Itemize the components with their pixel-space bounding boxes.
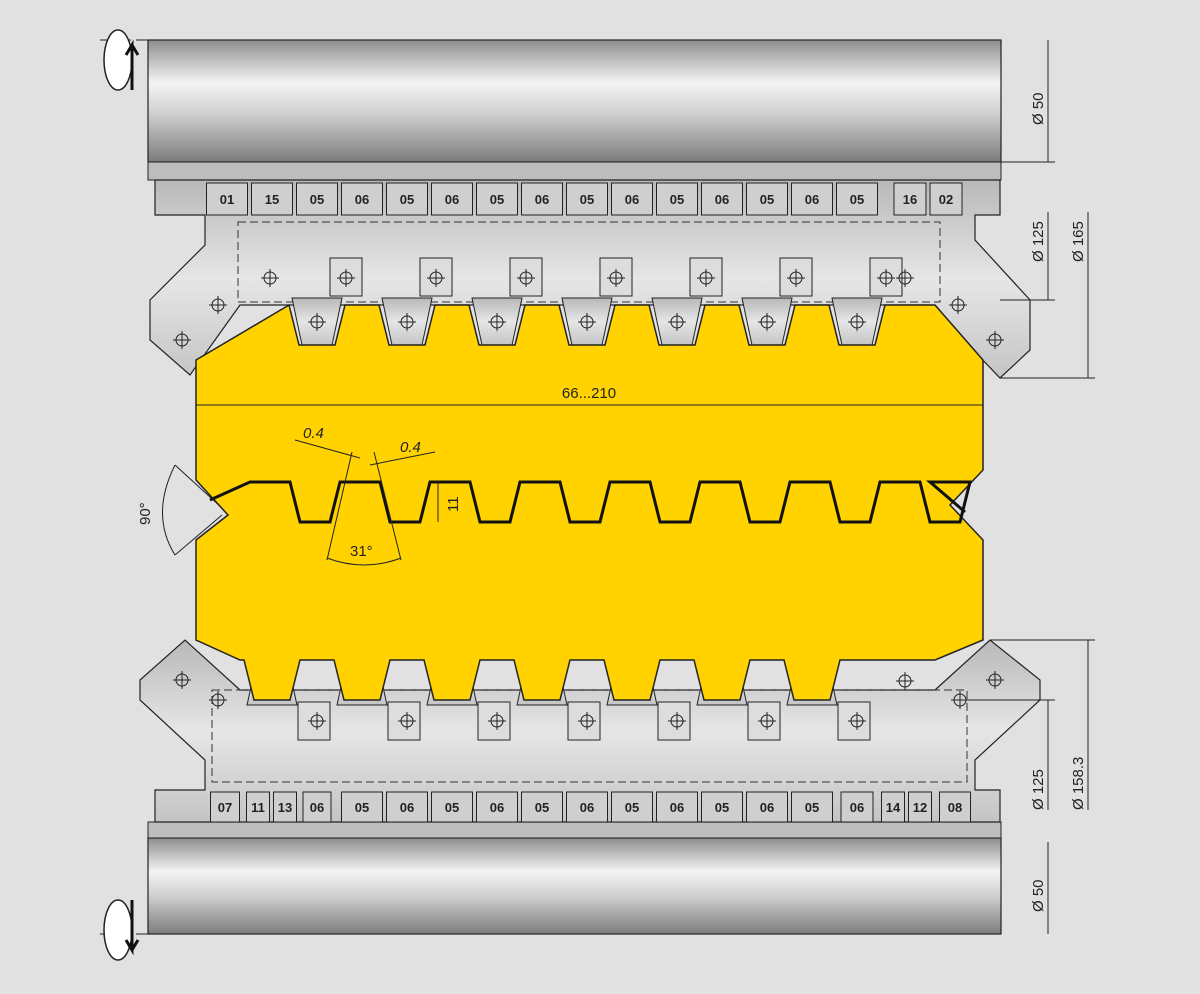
bottom-cutter-label: 06 bbox=[400, 800, 414, 815]
bottom-cutter-segment bbox=[701, 791, 743, 823]
bottom-cutter-segment bbox=[476, 791, 518, 823]
bottom-cutter-label: 14 bbox=[886, 800, 901, 815]
top-cutter-segment bbox=[206, 182, 248, 216]
edge-angle-dimension: 90° bbox=[137, 502, 154, 525]
bottom-cutter-label: 06 bbox=[760, 800, 774, 815]
top-holder bbox=[599, 257, 633, 297]
chamfer-right-dimension: 0.4 bbox=[400, 439, 421, 456]
bottom-inner-diameter: Ø 125 bbox=[1030, 769, 1047, 810]
rotation-arrow-icon bbox=[103, 899, 140, 961]
top-cutter-label: 05 bbox=[850, 192, 864, 207]
top-holder bbox=[689, 257, 723, 297]
top-cutter-label: 06 bbox=[535, 192, 549, 207]
top-cutter-label: 06 bbox=[715, 192, 729, 207]
chamfer-left-dimension: 0.4 bbox=[303, 425, 324, 442]
bottom-hub bbox=[147, 821, 1002, 839]
bottom-cutter-segment bbox=[791, 791, 833, 823]
top-hub bbox=[147, 161, 1002, 181]
top-cutter-label: 01 bbox=[220, 192, 234, 207]
bottom-cutter-label: 06 bbox=[490, 800, 504, 815]
bottom-shaft-diameter: Ø 50 bbox=[1030, 879, 1047, 912]
tooth-height-dimension: 11 bbox=[445, 496, 462, 512]
top-cutter-label: 06 bbox=[355, 192, 369, 207]
bottom-cutter-label: 05 bbox=[445, 800, 459, 815]
bottom-cutter-segment bbox=[939, 791, 971, 823]
top-cutter-label: 06 bbox=[625, 192, 639, 207]
top-cutter-segment bbox=[701, 182, 743, 216]
top-cutter-label: 05 bbox=[760, 192, 774, 207]
bottom-cutter-segment bbox=[431, 791, 473, 823]
bottom-cutter-label: 05 bbox=[355, 800, 369, 815]
top-shaft-diameter: Ø 50 bbox=[1030, 92, 1047, 125]
bottom-outer-diameter: Ø 158.3 bbox=[1070, 757, 1087, 810]
bottom-cutter-segment bbox=[521, 791, 563, 823]
top-cutter-segment bbox=[656, 182, 698, 216]
top-cutter-label: 05 bbox=[310, 192, 324, 207]
top-cutter-label: 02 bbox=[939, 192, 953, 207]
bottom-cutter-segment bbox=[566, 791, 608, 823]
top-cutter-segment bbox=[251, 182, 293, 216]
bottom-cutter-label: 06 bbox=[310, 800, 324, 815]
bottom-cutter-label: 07 bbox=[218, 800, 232, 815]
top-shaft bbox=[147, 39, 1002, 163]
bottom-cutter-segment bbox=[273, 791, 297, 823]
top-cutter-segment bbox=[476, 182, 518, 216]
top-cutter-segment bbox=[296, 182, 338, 216]
top-cutter-label: 06 bbox=[805, 192, 819, 207]
bottom-cutter-label: 05 bbox=[805, 800, 819, 815]
bottom-cutter-label: 12 bbox=[913, 800, 927, 815]
top-cutter-segment bbox=[431, 182, 473, 216]
bottom-cutter-label: 11 bbox=[251, 800, 265, 815]
top-cutter-segment bbox=[836, 182, 878, 216]
top-outer-diameter: Ø 165 bbox=[1070, 221, 1087, 262]
top-cutter-segment bbox=[791, 182, 833, 216]
top-cutter-segment bbox=[611, 182, 653, 216]
top-cutter-segment bbox=[566, 182, 608, 216]
width-dimension: 66...210 bbox=[562, 385, 616, 402]
top-cutter-label: 05 bbox=[490, 192, 504, 207]
bottom-cutter-segment bbox=[246, 791, 270, 823]
bottom-cutter-segment bbox=[302, 791, 332, 823]
bottom-cutter-segment bbox=[656, 791, 698, 823]
rotation-arrow-icon bbox=[103, 29, 140, 91]
top-cutter-label: 06 bbox=[445, 192, 459, 207]
top-cutter-label: 05 bbox=[400, 192, 414, 207]
bottom-cutter-label: 05 bbox=[535, 800, 549, 815]
bottom-cutter-segment bbox=[341, 791, 383, 823]
top-cutter-segment bbox=[341, 182, 383, 216]
bottom-cutter-segment bbox=[611, 791, 653, 823]
bottom-cutter-segment bbox=[908, 791, 932, 823]
top-cutter-label: 16 bbox=[903, 192, 917, 207]
bottom-cutter-label: 06 bbox=[850, 800, 864, 815]
bottom-cutter-label: 06 bbox=[670, 800, 684, 815]
bottom-cutter-label: 05 bbox=[625, 800, 639, 815]
bottom-cutter-segment bbox=[746, 791, 788, 823]
bottom-cutter-segment bbox=[840, 791, 874, 823]
top-cutter-segment bbox=[929, 182, 963, 216]
top-cutter-label: 05 bbox=[670, 192, 684, 207]
top-inner-diameter: Ø 125 bbox=[1030, 221, 1047, 262]
top-cutter-segment bbox=[893, 182, 927, 216]
bottom-cutter-segment bbox=[881, 791, 905, 823]
top-cutter-segment bbox=[521, 182, 563, 216]
top-cutter-label: 15 bbox=[265, 192, 279, 207]
top-cutter-label: 05 bbox=[580, 192, 594, 207]
bottom-cutter-label: 08 bbox=[948, 800, 962, 815]
tooth-angle-dimension: 31° bbox=[350, 543, 373, 560]
tooth-profile bbox=[209, 480, 972, 524]
bottom-cutter-label: 05 bbox=[715, 800, 729, 815]
bottom-cutter-segment bbox=[210, 791, 240, 823]
bottom-cutter-label: 06 bbox=[580, 800, 594, 815]
workpiece bbox=[195, 303, 984, 701]
bottom-cutter-segment bbox=[386, 791, 428, 823]
top-cutter-segment bbox=[386, 182, 428, 216]
top-cutter-segment bbox=[746, 182, 788, 216]
bottom-cutter-label: 13 bbox=[278, 800, 292, 815]
bottom-shaft bbox=[147, 837, 1002, 935]
